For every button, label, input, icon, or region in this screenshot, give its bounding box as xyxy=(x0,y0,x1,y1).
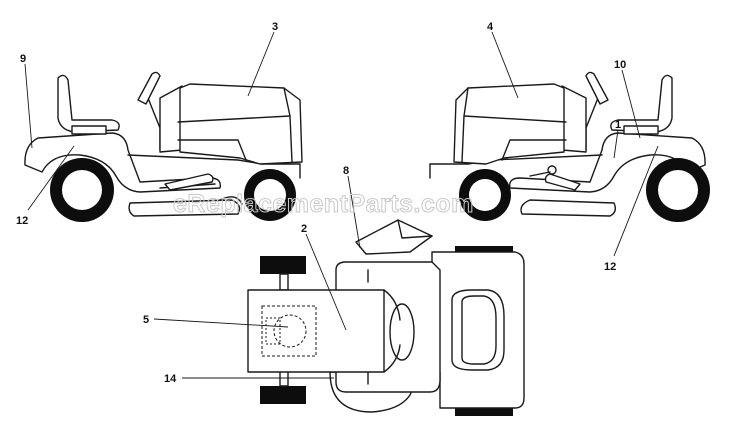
tractor-right-side-view xyxy=(429,71,710,222)
right-dash xyxy=(561,85,587,153)
top-discharge-chute xyxy=(355,219,433,255)
right-mower-deck xyxy=(520,199,617,217)
top-engine-outline xyxy=(261,305,317,357)
right-seat xyxy=(610,74,673,133)
left-hood xyxy=(179,83,303,165)
right-seat-base xyxy=(623,125,659,135)
leader-lines xyxy=(24,31,659,379)
tractor-top-view xyxy=(247,219,525,416)
left-pedal xyxy=(164,173,214,191)
top-rear-wheel-upper xyxy=(455,246,513,256)
watermark-text: eReplacementParts.com xyxy=(173,190,474,218)
right-steering-wheel xyxy=(585,71,609,105)
callout-labels: 3 4 9 10 1 12 12 8 2 5 14 xyxy=(16,21,626,385)
callout-10: 10 xyxy=(614,59,626,71)
top-seat xyxy=(451,289,505,371)
left-mower-deck xyxy=(128,199,241,217)
callout-2: 2 xyxy=(301,223,307,235)
callout-12-left: 12 xyxy=(16,215,28,227)
top-engine-filter xyxy=(273,314,307,348)
callout-5: 5 xyxy=(143,314,149,326)
left-seat-base xyxy=(71,125,107,135)
left-steering-wheel xyxy=(137,71,161,105)
callout-9: 9 xyxy=(20,53,26,65)
left-dash xyxy=(159,85,183,153)
callout-14: 14 xyxy=(164,373,177,385)
top-front-wheel-upper xyxy=(260,256,306,274)
callout-1: 1 xyxy=(615,119,621,131)
callout-4: 4 xyxy=(487,21,494,33)
tractor-left-side-view xyxy=(24,71,303,222)
top-front-wheel-lower xyxy=(260,386,306,404)
top-rear-wheel-lower xyxy=(455,406,513,416)
callout-3: 3 xyxy=(272,21,278,33)
left-seat xyxy=(57,74,120,133)
top-dash xyxy=(389,303,415,361)
callout-8: 8 xyxy=(343,165,349,177)
top-hood xyxy=(247,289,385,373)
right-hood xyxy=(453,83,565,165)
callout-12-right: 12 xyxy=(604,261,616,273)
